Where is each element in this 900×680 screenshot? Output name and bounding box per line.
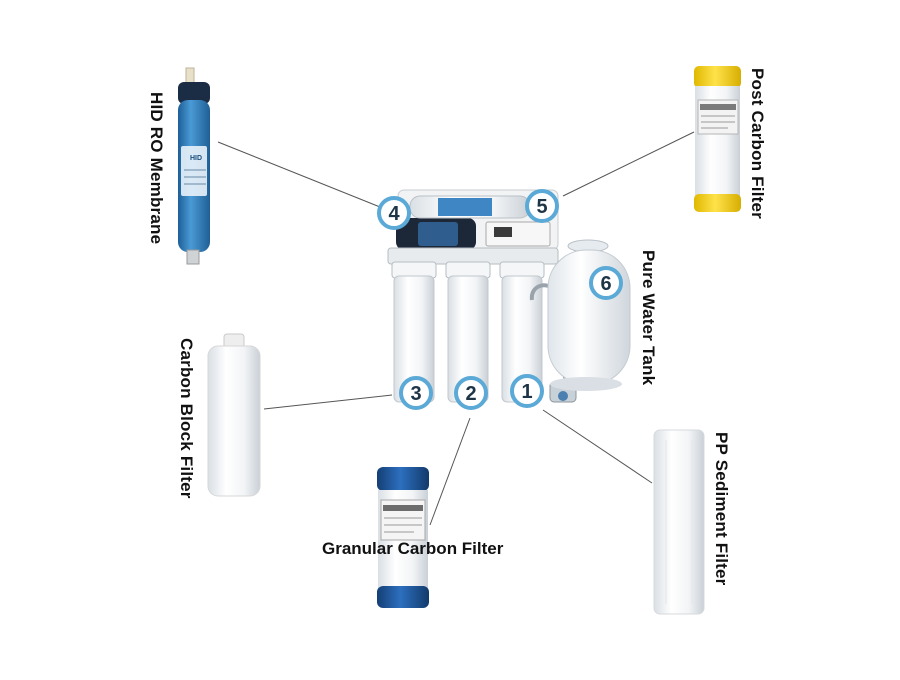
leader-lines: [217, 131, 695, 526]
pp-sediment-filter-image: [653, 429, 705, 615]
label-granular-carbon-filter: Granular Carbon Filter: [322, 539, 504, 558]
badge-1-text: 1: [521, 381, 532, 403]
carbon-block-filter-image: [207, 333, 261, 497]
badges: 4 5 6 3 2 1: [377, 189, 623, 410]
leader-pp: [542, 409, 653, 484]
ro-membrane-image: HID: [178, 67, 210, 265]
badge-1: 1: [510, 374, 544, 408]
badge-5: 5: [525, 189, 559, 223]
badge-2-text: 2: [465, 383, 476, 405]
badge-4-text: 4: [388, 203, 400, 225]
badge-5-text: 5: [536, 196, 547, 218]
label-pure-water-tank: Pure Water Tank: [639, 250, 658, 386]
badge-3: 3: [399, 376, 433, 410]
leader-block: [263, 394, 393, 410]
badge-3-text: 3: [410, 383, 421, 405]
leader-post: [562, 131, 695, 197]
label-post-carbon-filter: Post Carbon Filter: [748, 68, 767, 219]
ro-brand-text: HID: [190, 155, 202, 162]
label-ro-membrane: HID RO Membrane: [147, 92, 166, 245]
label-pp-sediment-filter: PP Sediment Filter: [712, 432, 731, 586]
badge-6-text: 6: [600, 273, 611, 295]
badge-2: 2: [454, 376, 488, 410]
post-carbon-filter-image: [694, 66, 741, 212]
badge-6: 6: [589, 266, 623, 300]
leader-ro: [217, 141, 381, 208]
granular-carbon-filter-image: [377, 467, 429, 608]
leader-granular: [429, 417, 471, 526]
label-carbon-block-filter: Carbon Block Filter: [177, 338, 196, 499]
ro-system-image: [387, 189, 631, 403]
badge-4: 4: [377, 196, 411, 230]
